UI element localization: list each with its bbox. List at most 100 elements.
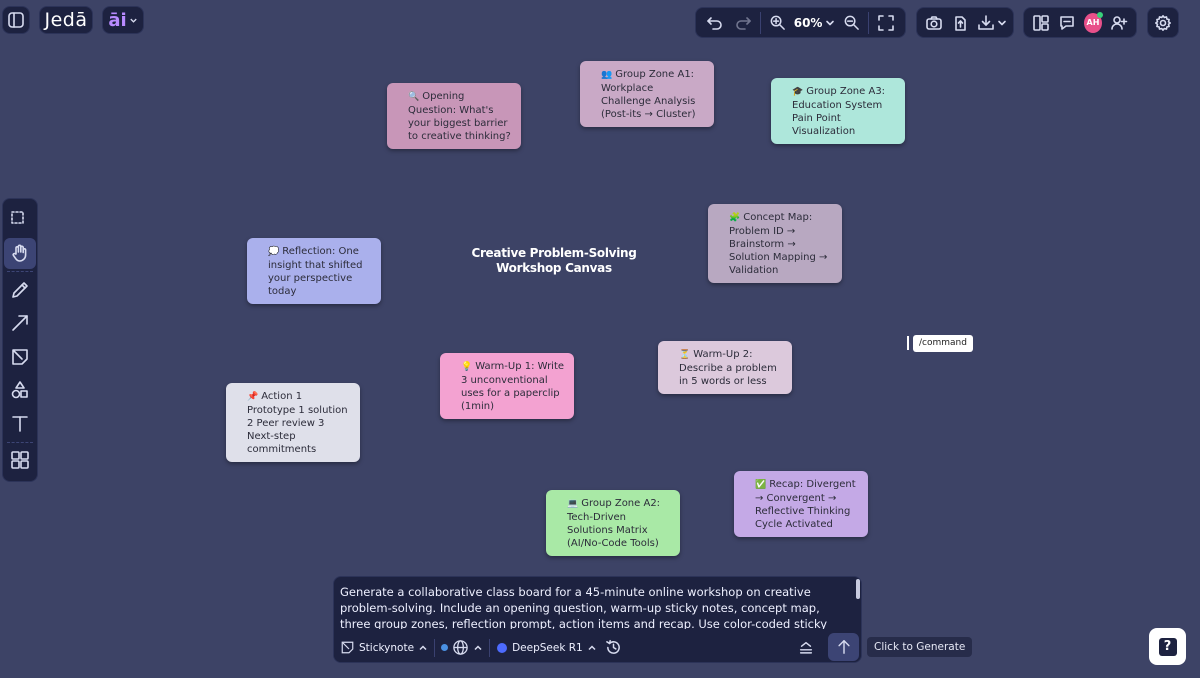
sticky-note-text: Opening Question: What's your biggest ba… — [408, 91, 511, 142]
logo-button[interactable]: Jedā — [39, 6, 93, 34]
sticky-note[interactable]: 💡Warm-Up 1: Write 3 unconventional uses … — [440, 353, 574, 419]
sticky-note[interactable]: 💭Reflection: One insight that shifted yo… — [247, 238, 381, 304]
puzzle-icon: 🧩 — [729, 213, 741, 223]
chat-icon — [1060, 15, 1074, 30]
generate-button[interactable] — [828, 633, 859, 661]
status-dot — [441, 644, 449, 651]
sticky-note[interactable]: 🎓Group Zone A3: Education System Pain Po… — [771, 78, 905, 144]
command-hint: /command — [913, 335, 973, 352]
canvas-title-line: Creative Problem-Solving — [471, 246, 637, 260]
text-icon — [12, 415, 28, 432]
checkmark-icon: ✅ — [755, 480, 767, 490]
pin-icon: 📌 — [247, 392, 259, 402]
divider — [489, 638, 491, 657]
arrow-icon — [12, 315, 28, 332]
add-user-icon — [1111, 15, 1128, 30]
generate-tooltip: Click to Generate — [867, 637, 973, 657]
sidebar-toggle-button[interactable] — [2, 6, 30, 34]
collapse-icon — [799, 641, 813, 654]
sidebar-icon — [8, 12, 24, 28]
fit-screen-button[interactable] — [875, 11, 897, 35]
help-button[interactable]: ? — [1149, 628, 1186, 665]
prompt-history-button[interactable] — [603, 637, 625, 659]
fullscreen-icon — [878, 14, 894, 31]
sticky-note-text: Concept Map: Problem ID → Brainstorm → S… — [729, 212, 828, 276]
zoom-in-button[interactable] — [767, 11, 787, 35]
select-tool[interactable] — [4, 204, 36, 236]
sticky-note-text: Warm-Up 1: Write 3 unconventional uses f… — [461, 361, 565, 412]
undo-icon — [707, 16, 722, 30]
sticky-note-text: Recap: Divergent → Convergent → Reflecti… — [755, 479, 856, 530]
zoom-out-icon — [844, 15, 860, 30]
invite-user-button[interactable] — [1110, 11, 1128, 35]
chevron-down-icon — [826, 20, 835, 25]
sticky-note[interactable]: ⏳Warm-Up 2: Describe a problem in 5 word… — [658, 341, 792, 394]
user-avatar[interactable]: AH — [1084, 11, 1103, 33]
help-icon: ? — [1158, 637, 1177, 656]
sticky-note-icon — [12, 348, 28, 365]
sticky-note[interactable]: 🔍Opening Question: What's your biggest b… — [387, 83, 521, 149]
history-icon — [606, 639, 621, 654]
magnifier-icon: 🔍 — [408, 92, 420, 102]
hourglass-icon: ⏳ — [679, 350, 691, 360]
settings-button[interactable] — [1147, 7, 1179, 38]
templates-tool[interactable] — [4, 445, 36, 477]
ai-prompt-panel: Generate a collaborative class board for… — [333, 576, 862, 663]
drawing-toolbar — [2, 198, 38, 482]
sticky-note-text: Group Zone A1: Workplace Challenge Analy… — [601, 69, 696, 120]
sticky-note-tool[interactable] — [4, 341, 36, 373]
undo-button[interactable] — [704, 11, 726, 35]
sticky-note[interactable]: 🧩Concept Map: Problem ID → Brainstorm → … — [708, 204, 842, 283]
export-toolbar — [916, 7, 1014, 38]
history-zoom-toolbar: 60% — [695, 7, 906, 38]
online-status-dot — [1097, 11, 1103, 18]
sticky-note[interactable]: 💻Group Zone A2: Tech-Driven Solutions Ma… — [546, 490, 680, 556]
pencil-tool[interactable] — [4, 274, 36, 306]
zoom-level-dropdown[interactable]: 60% — [794, 16, 836, 30]
chevron-up-icon — [474, 644, 482, 650]
canvas-title[interactable]: Creative Problem-Solving Workshop Canvas — [470, 246, 638, 276]
screenshot-button[interactable] — [925, 11, 943, 35]
redo-button[interactable] — [732, 11, 754, 35]
chevron-up-icon — [419, 644, 427, 650]
hand-tool[interactable] — [4, 237, 36, 269]
text-tool[interactable] — [4, 408, 36, 440]
prompt-controls: Stickynote DeepSeek R1 — [334, 632, 861, 662]
deepseek-icon — [497, 642, 508, 653]
divider — [7, 441, 33, 443]
collapse-prompt-button[interactable] — [795, 637, 817, 659]
ai-label: āi — [108, 9, 127, 31]
sticky-note-text: Group Zone A2: Tech-Driven Solutions Mat… — [567, 498, 661, 549]
select-icon — [11, 210, 24, 224]
sticky-note-text: Group Zone A3: Education System Pain Poi… — [792, 86, 886, 137]
element-type-dropdown[interactable]: Stickynote — [340, 640, 428, 655]
gear-icon — [1155, 14, 1171, 31]
arrow-tool[interactable] — [4, 308, 36, 340]
sticky-note-icon — [341, 641, 354, 654]
chevron-down-icon — [129, 18, 137, 23]
comments-button[interactable] — [1058, 11, 1076, 35]
sticky-note[interactable]: 📌Action 1 Prototype 1 solution 2 Peer re… — [226, 383, 360, 462]
hand-icon — [12, 244, 27, 263]
web-search-dropdown[interactable] — [441, 639, 483, 656]
prompt-textarea[interactable]: Generate a collaborative class board for… — [340, 585, 828, 629]
sticky-note[interactable]: 👥Group Zone A1: Workplace Challenge Anal… — [580, 61, 714, 127]
thought-bubble-icon: 💭 — [268, 247, 280, 257]
shapes-tool[interactable] — [4, 375, 36, 407]
upload-button[interactable] — [951, 11, 969, 35]
canvas-title-line: Workshop Canvas — [496, 261, 612, 275]
grid-icon — [11, 451, 29, 470]
redo-icon — [736, 16, 752, 30]
zoom-out-button[interactable] — [841, 11, 861, 35]
download-dropdown[interactable] — [977, 14, 1007, 32]
layout-button[interactable] — [1032, 11, 1050, 35]
camera-icon — [926, 15, 942, 30]
divider — [867, 11, 869, 34]
model-label: DeepSeek R1 — [512, 641, 583, 654]
ai-menu-button[interactable]: āi — [102, 6, 144, 34]
upload-icon — [955, 15, 966, 31]
prompt-scrollbar[interactable] — [856, 579, 860, 599]
sticky-note[interactable]: ✅Recap: Divergent → Convergent → Reflect… — [734, 471, 868, 537]
model-dropdown[interactable]: DeepSeek R1 — [496, 642, 597, 654]
collaboration-toolbar: AH — [1023, 7, 1137, 38]
